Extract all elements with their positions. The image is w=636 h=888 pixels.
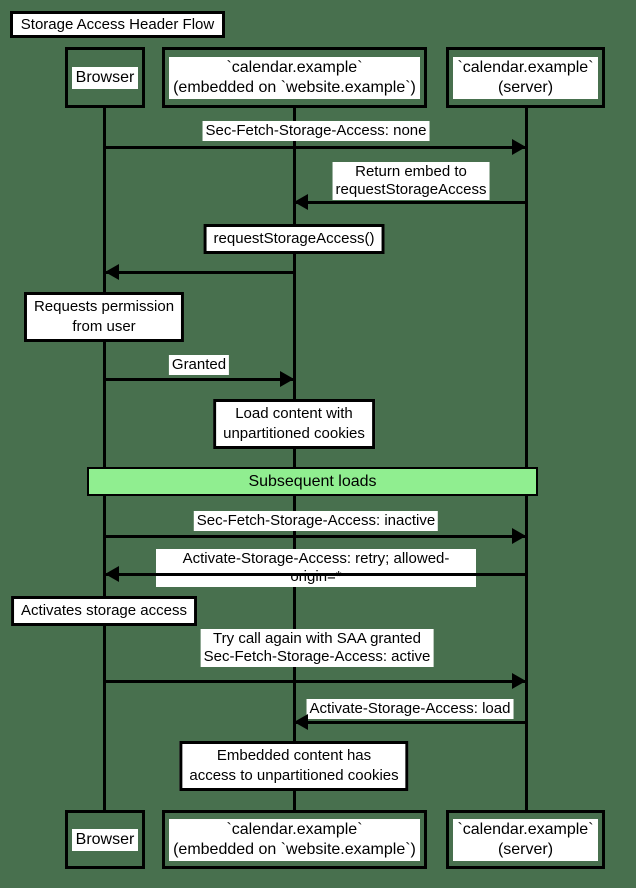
message-label-activate-load: Activate-Storage-Access: load (306, 699, 514, 719)
note-request-storage-access: requestStorageAccess() (203, 224, 385, 254)
message-label-granted: Granted (168, 355, 230, 375)
note-requests-permission: Requests permission from user (23, 292, 185, 342)
note-embedded-access: Embedded content has access to unpartiti… (179, 741, 409, 791)
message-arrow-granted (105, 378, 294, 381)
actor-server-top-label: `calendar.example` (server) (453, 56, 598, 99)
arrowhead-right-icon (512, 139, 526, 155)
diagram-title: Storage Access Header Flow (10, 11, 225, 38)
actor-embed-top: `calendar.example` (embedded on `website… (162, 47, 427, 108)
actor-browser-bottom-label: Browser (71, 828, 139, 851)
message-label-return-embed: Return embed to requestStorageAccess (332, 162, 490, 200)
note-load-content: Load content with unpartitioned cookies (213, 399, 375, 449)
actor-browser-top-label: Browser (71, 66, 139, 89)
lifeline-browser (103, 108, 106, 810)
message-label-try-again: Try call again with SAA granted Sec-Fetc… (200, 629, 434, 667)
message-arrow-request-storage-access (105, 271, 294, 274)
arrowhead-left-icon (105, 566, 119, 582)
actor-server-top: `calendar.example` (server) (446, 47, 605, 108)
arrowhead-right-icon (512, 673, 526, 689)
actor-server-bottom: `calendar.example` (server) (446, 810, 605, 869)
arrowhead-left-icon (105, 264, 119, 280)
lifeline-embed (293, 108, 296, 810)
message-arrow-fetch-inactive (105, 535, 526, 538)
message-arrow-try-again (105, 680, 526, 683)
arrowhead-left-icon (294, 714, 308, 730)
note-activates-storage: Activates storage access (11, 596, 197, 626)
actor-server-bottom-label: `calendar.example` (server) (453, 818, 598, 861)
message-label-activate-retry: Activate-Storage-Access: retry; allowed-… (156, 549, 476, 587)
message-arrow-activate-load (294, 721, 526, 724)
actor-embed-bottom: `calendar.example` (embedded on `website… (162, 810, 427, 869)
arrowhead-right-icon (280, 371, 294, 387)
actor-browser-top: Browser (65, 47, 145, 108)
message-arrow-return-embed (294, 201, 526, 204)
message-label-fetch-inactive: Sec-Fetch-Storage-Access: inactive (193, 511, 439, 531)
message-arrow-fetch-none (105, 146, 526, 149)
message-arrow-activate-retry (105, 573, 526, 576)
arrowhead-right-icon (512, 528, 526, 544)
actor-embed-top-label: `calendar.example` (embedded on `website… (169, 56, 420, 99)
lifeline-server (525, 108, 528, 810)
arrowhead-left-icon (294, 194, 308, 210)
message-label-fetch-none: Sec-Fetch-Storage-Access: none (202, 121, 430, 141)
actor-browser-bottom: Browser (65, 810, 145, 869)
actor-embed-bottom-label: `calendar.example` (embedded on `website… (169, 818, 420, 861)
divider-subsequent-loads: Subsequent loads (87, 467, 538, 496)
